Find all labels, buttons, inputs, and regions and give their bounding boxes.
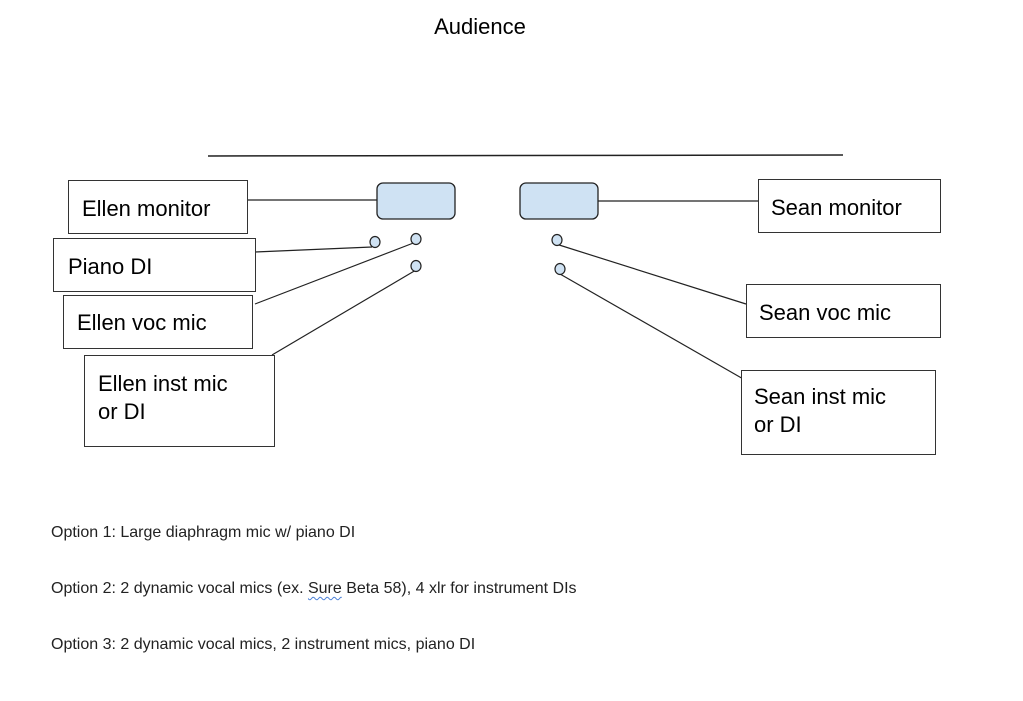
ellen-inst-mic-label-line1: Ellen inst mic — [98, 371, 228, 396]
piano-di-point[interactable] — [369, 235, 381, 249]
ellen-monitor-box[interactable]: Ellen monitor — [68, 180, 248, 234]
ellen-inst-mic-point[interactable] — [410, 259, 422, 273]
sean-inst-mic-box[interactable]: Sean inst mic or DI — [741, 370, 936, 455]
option-2-text: Option 2: 2 dynamic vocal mics (ex. Sure… — [51, 580, 577, 598]
sean-voc-mic-label: Sean voc mic — [759, 300, 892, 325]
ellen-monitor-label: Ellen monitor — [82, 196, 211, 221]
sean-voc-mic-box[interactable]: Sean voc mic — [746, 284, 941, 338]
ellen-monitor-wedge[interactable] — [376, 182, 456, 220]
ellen-inst-connector — [271, 269, 417, 356]
sean-monitor-box[interactable]: Sean monitor — [758, 179, 941, 233]
sean-monitor-wedge[interactable] — [519, 182, 599, 220]
ellen-voc-mic-label: Ellen voc mic — [77, 310, 207, 335]
stage-edge-line — [207, 154, 844, 157]
sean-voc-mic-point[interactable] — [551, 233, 563, 247]
ellen-voc-mic-point[interactable] — [410, 232, 422, 246]
option-2-text-post: Beta 58), 4 xlr for instrument DIs — [341, 580, 577, 597]
sean-inst-connector — [559, 273, 746, 381]
sean-inst-mic-label-line1: Sean inst mic — [754, 384, 887, 409]
sean-monitor-label: Sean monitor — [771, 195, 902, 220]
ellen-voc-connector — [254, 241, 417, 305]
option-3-text: Option 3: 2 dynamic vocal mics, 2 instru… — [51, 636, 476, 653]
ellen-inst-mic-box[interactable]: Ellen inst mic or DI — [84, 355, 275, 447]
ellen-voc-mic-box[interactable]: Ellen voc mic — [63, 295, 253, 349]
option-2-text-pre: Option 2: 2 dynamic vocal mics (ex. — [51, 580, 308, 597]
piano-di-label: Piano DI — [68, 254, 153, 279]
sean-inst-mic-label-line2: or DI — [754, 412, 802, 437]
spellcheck-flagged-word[interactable]: Sure — [307, 580, 342, 597]
sean-inst-mic-point[interactable] — [554, 262, 566, 276]
sean-voc-connector — [555, 243, 747, 305]
audience-label: Audience — [434, 14, 526, 39]
piano-di-box[interactable]: Piano DI — [53, 238, 256, 292]
piano-di-connector — [254, 246, 373, 253]
ellen-inst-mic-label-line2: or DI — [98, 399, 146, 424]
option-1-text: Option 1: Large diaphragm mic w/ piano D… — [51, 524, 356, 541]
